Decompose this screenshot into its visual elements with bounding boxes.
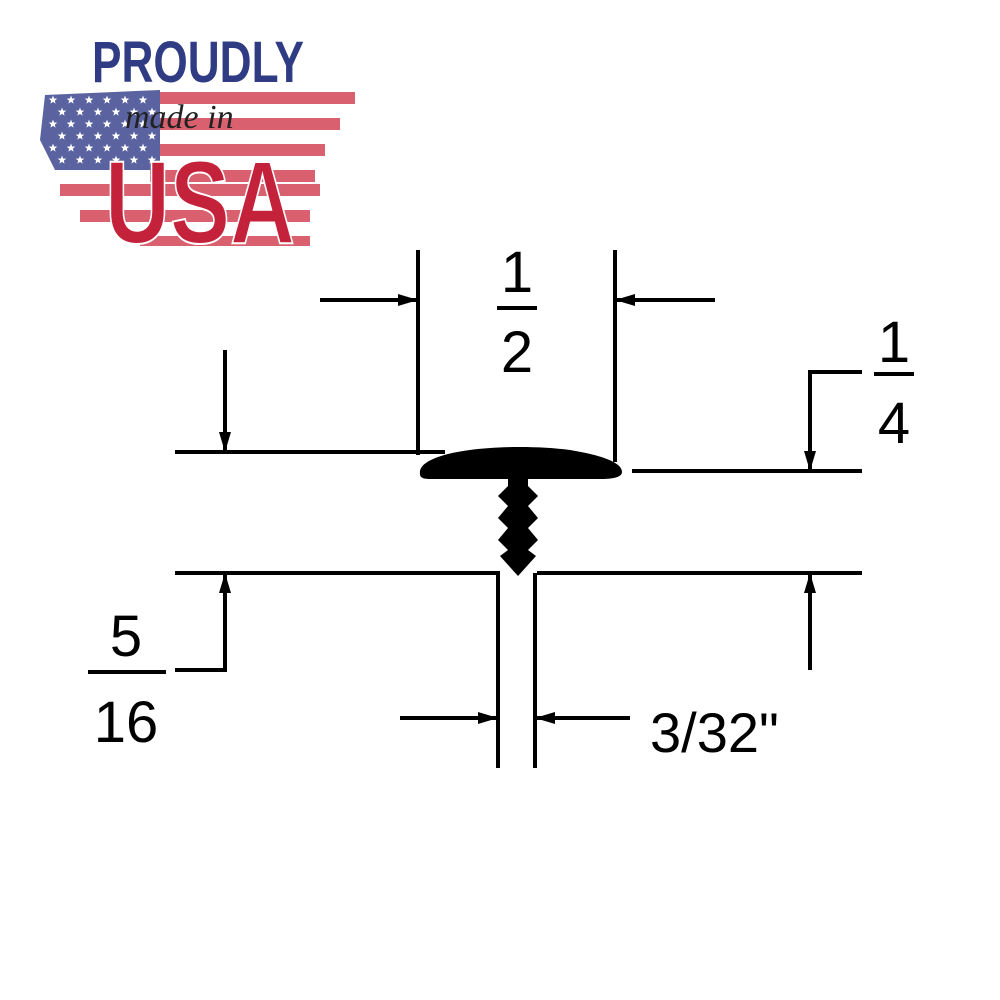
logo-proudly: PROUDLY xyxy=(92,30,304,95)
star-icon xyxy=(93,107,103,116)
star-icon xyxy=(75,155,85,164)
star-icon xyxy=(129,131,139,140)
star-icon xyxy=(111,107,121,116)
star-icon xyxy=(147,131,157,140)
stem-length-denominator: 16 xyxy=(94,690,159,755)
flag-stripes xyxy=(60,92,355,246)
logo-usa: USA xyxy=(105,137,295,269)
star-icon xyxy=(120,119,130,128)
star-icon xyxy=(66,119,76,128)
star-icon xyxy=(102,143,112,152)
star-icon xyxy=(129,155,139,164)
star-icon xyxy=(93,155,103,164)
star-icon xyxy=(129,107,139,116)
star-icon xyxy=(75,107,85,116)
star-icon xyxy=(57,107,67,116)
star-icon xyxy=(102,119,112,128)
stem-length-leader-arrow xyxy=(175,573,231,672)
made-in-usa-logo: PROUDLY made in USA xyxy=(38,30,355,270)
star-icon xyxy=(75,131,85,140)
star-icon xyxy=(120,95,130,104)
star-icon xyxy=(66,143,76,152)
stem-length-numerator: 5 xyxy=(110,604,142,669)
star-icon xyxy=(84,95,94,104)
star-icon xyxy=(138,95,148,104)
star-icon xyxy=(111,131,121,140)
star-icon xyxy=(147,107,157,116)
molding-barbed-stem xyxy=(498,478,538,576)
star-icon xyxy=(138,119,148,128)
flag-stars xyxy=(48,95,157,164)
dimension-labels: 1 2 1 4 5 16 3/32" xyxy=(94,240,910,764)
star-icon xyxy=(84,119,94,128)
star-icon xyxy=(120,143,130,152)
cap-height-denominator: 4 xyxy=(878,391,910,456)
molding-cap xyxy=(419,447,622,479)
cap-height-leader-arrow xyxy=(804,370,862,471)
star-icon xyxy=(57,131,67,140)
cap-height-numerator: 1 xyxy=(878,310,910,375)
t-molding-profile xyxy=(419,447,622,576)
star-icon xyxy=(48,95,58,104)
star-icon xyxy=(84,143,94,152)
star-icon xyxy=(147,155,157,164)
stem-width-label: 3/32" xyxy=(650,701,779,764)
star-icon xyxy=(93,131,103,140)
star-icon xyxy=(57,155,67,164)
cap-width-numerator: 1 xyxy=(501,240,533,305)
star-icon xyxy=(48,119,58,128)
star-icon xyxy=(66,95,76,104)
cap-width-denominator: 2 xyxy=(501,320,533,385)
star-icon xyxy=(138,143,148,152)
star-icon xyxy=(48,143,58,152)
logo-made-in: made in xyxy=(125,99,234,136)
dimension-lines xyxy=(88,250,914,768)
star-icon xyxy=(111,155,121,164)
star-icon xyxy=(102,95,112,104)
